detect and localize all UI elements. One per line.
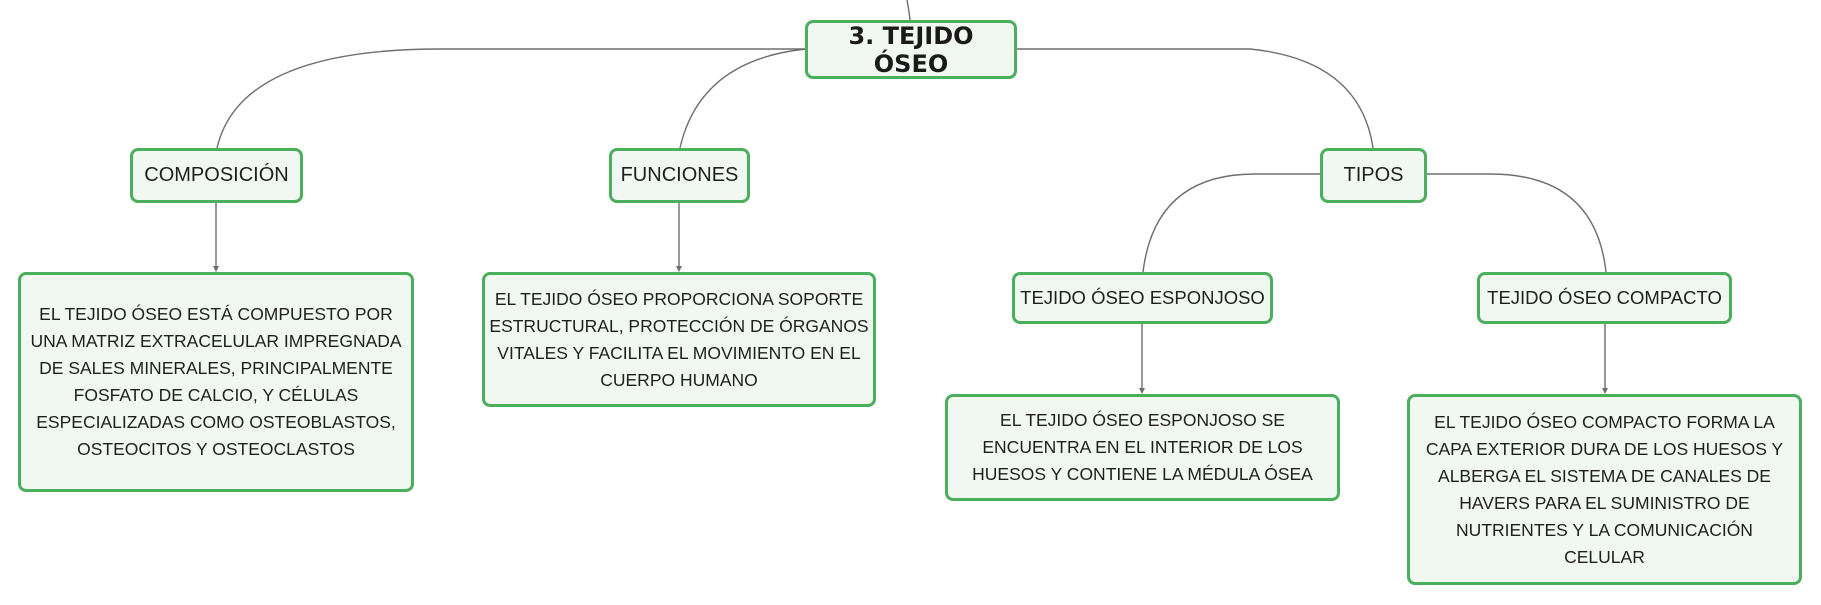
root-node[interactable]: 3. TEJIDO ÓSEO bbox=[805, 20, 1017, 79]
edge-root-to-tipos bbox=[1016, 48, 1374, 149]
root-label: 3. TEJIDO ÓSEO bbox=[848, 21, 974, 78]
desc-compacto-text: EL TEJIDO ÓSEO COMPACTO FORMA LA CAPA EX… bbox=[1425, 411, 1784, 567]
node-composicion-label: COMPOSICIÓN bbox=[144, 164, 289, 186]
desc-composicion[interactable]: EL TEJIDO ÓSEO ESTÁ COMPUESTO POR UNA MA… bbox=[18, 272, 414, 492]
node-esponjoso-label: TEJIDO ÓSEO ESPONJOSO bbox=[1020, 287, 1265, 308]
desc-esponjoso[interactable]: EL TEJIDO ÓSEO ESPONJOSO SE ENCUENTRA EN… bbox=[945, 394, 1340, 501]
node-funciones-label: FUNCIONES bbox=[620, 164, 739, 186]
desc-compacto[interactable]: EL TEJIDO ÓSEO COMPACTO FORMA LA CAPA EX… bbox=[1407, 394, 1802, 585]
node-compacto-label: TEJIDO ÓSEO COMPACTO bbox=[1487, 287, 1722, 308]
node-funciones[interactable]: FUNCIONES bbox=[609, 148, 750, 203]
edge-parent-to-root bbox=[906, 0, 911, 21]
desc-funciones-text: EL TEJIDO ÓSEO PROPORCIONA SOPORTE ESTRU… bbox=[489, 288, 869, 390]
edge-root-to-funciones bbox=[679, 48, 807, 149]
desc-esponjoso-text: EL TEJIDO ÓSEO ESPONJOSO SE ENCUENTRA EN… bbox=[972, 410, 1313, 484]
node-esponjoso[interactable]: TEJIDO ÓSEO ESPONJOSO bbox=[1012, 272, 1273, 324]
desc-composicion-text: EL TEJIDO ÓSEO ESTÁ COMPUESTO POR UNA MA… bbox=[30, 304, 402, 459]
node-compacto[interactable]: TEJIDO ÓSEO COMPACTO bbox=[1477, 272, 1732, 324]
node-tipos-label: TIPOS bbox=[1343, 164, 1404, 186]
edge-root-to-composicion bbox=[216, 48, 806, 149]
node-tipos[interactable]: TIPOS bbox=[1320, 148, 1427, 203]
edge-tipos-to-esponjoso bbox=[1142, 173, 1322, 273]
edge-tipos-to-compacto bbox=[1425, 173, 1607, 273]
desc-funciones[interactable]: EL TEJIDO ÓSEO PROPORCIONA SOPORTE ESTRU… bbox=[482, 272, 876, 407]
node-composicion[interactable]: COMPOSICIÓN bbox=[130, 148, 303, 203]
